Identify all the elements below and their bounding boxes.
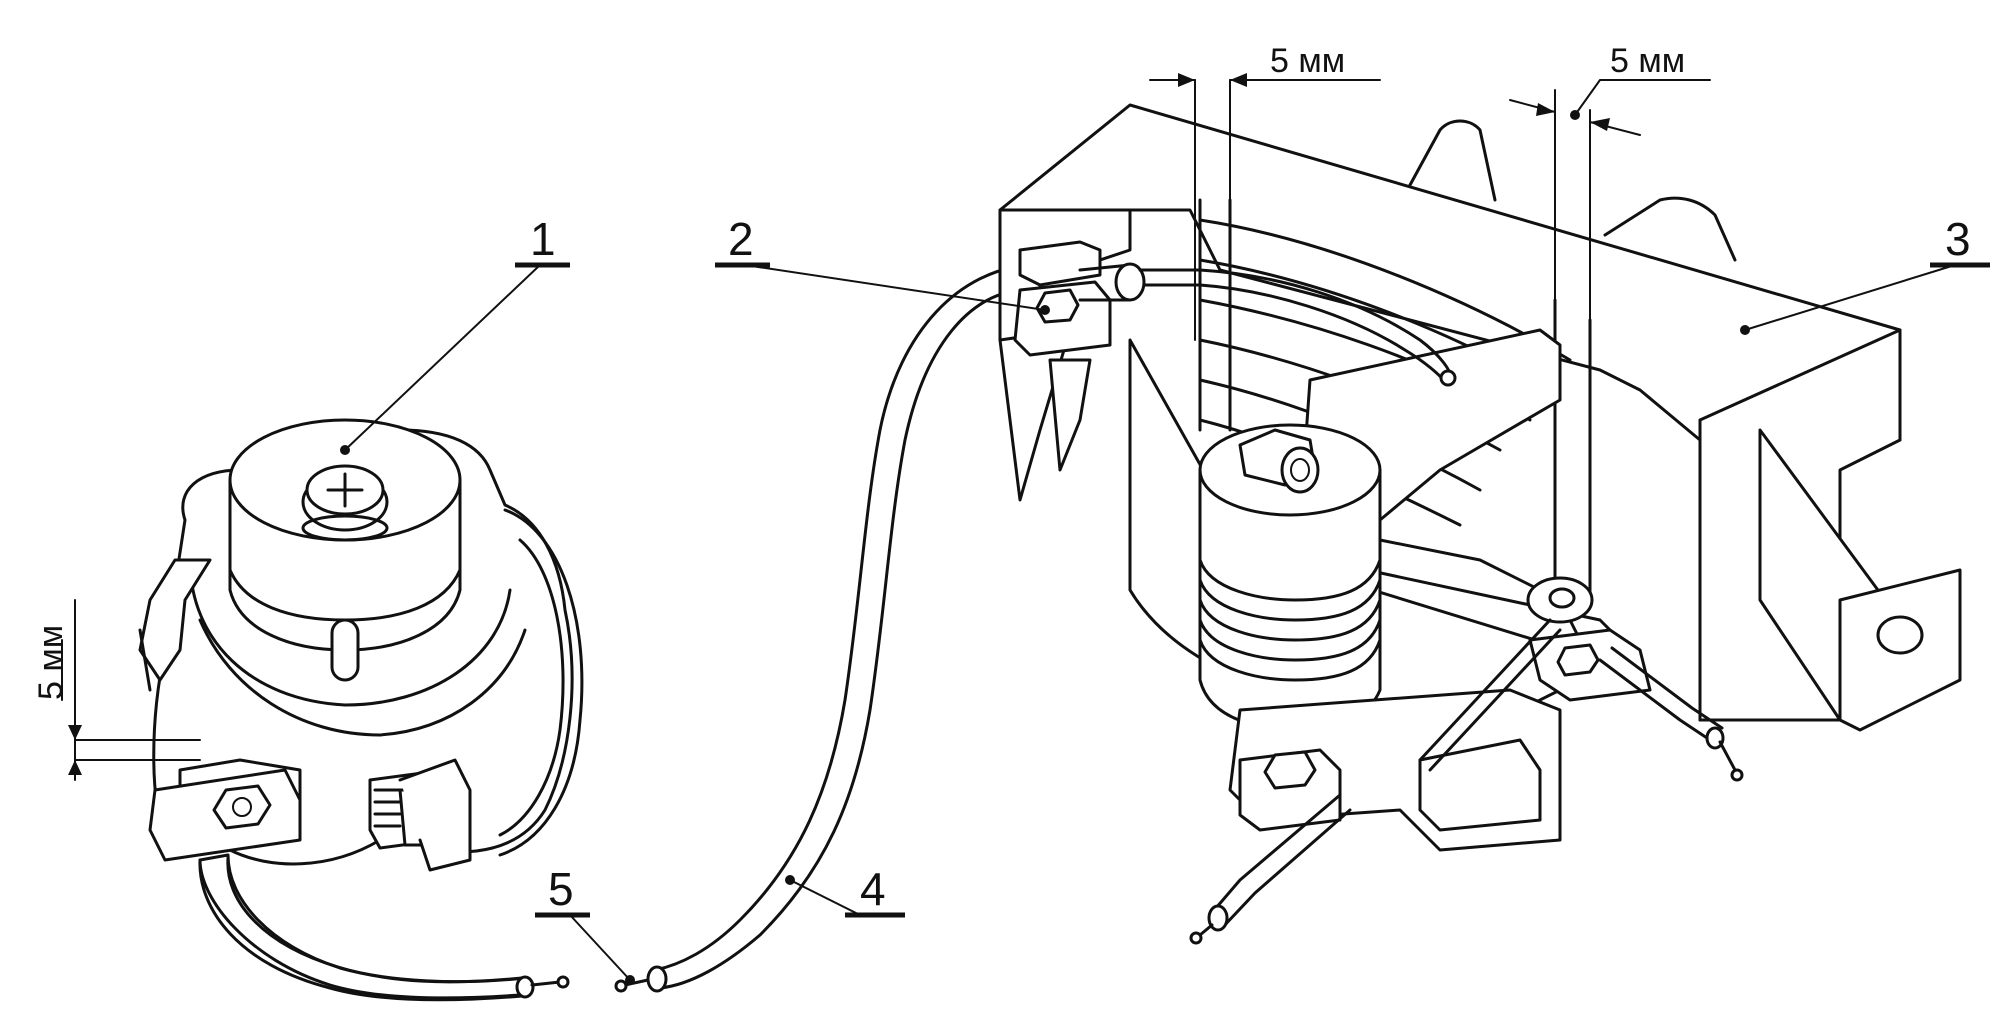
bottom-clamps: [1189, 618, 1744, 945]
dimension-top-1: [1149, 73, 1381, 341]
dimension-label-top-1: 5 мм: [1270, 42, 1345, 80]
callout-5: 5: [548, 863, 574, 915]
dimension-label-side: 5 мм: [32, 625, 70, 700]
distributor-base: [998, 103, 1962, 732]
dimension-top-2: [1509, 79, 1711, 321]
cable-4: [614, 263, 1032, 993]
callout-4: 4: [860, 863, 886, 915]
callout-3: 3: [1945, 213, 1971, 265]
leader-lines: [340, 262, 1990, 985]
cap-assembly: [61, 418, 584, 1002]
dimension-label-top-2: 5 мм: [1610, 42, 1685, 80]
callout-2: 2: [728, 213, 754, 265]
clamp-2: [1013, 240, 1457, 387]
callout-1: 1: [530, 213, 556, 265]
